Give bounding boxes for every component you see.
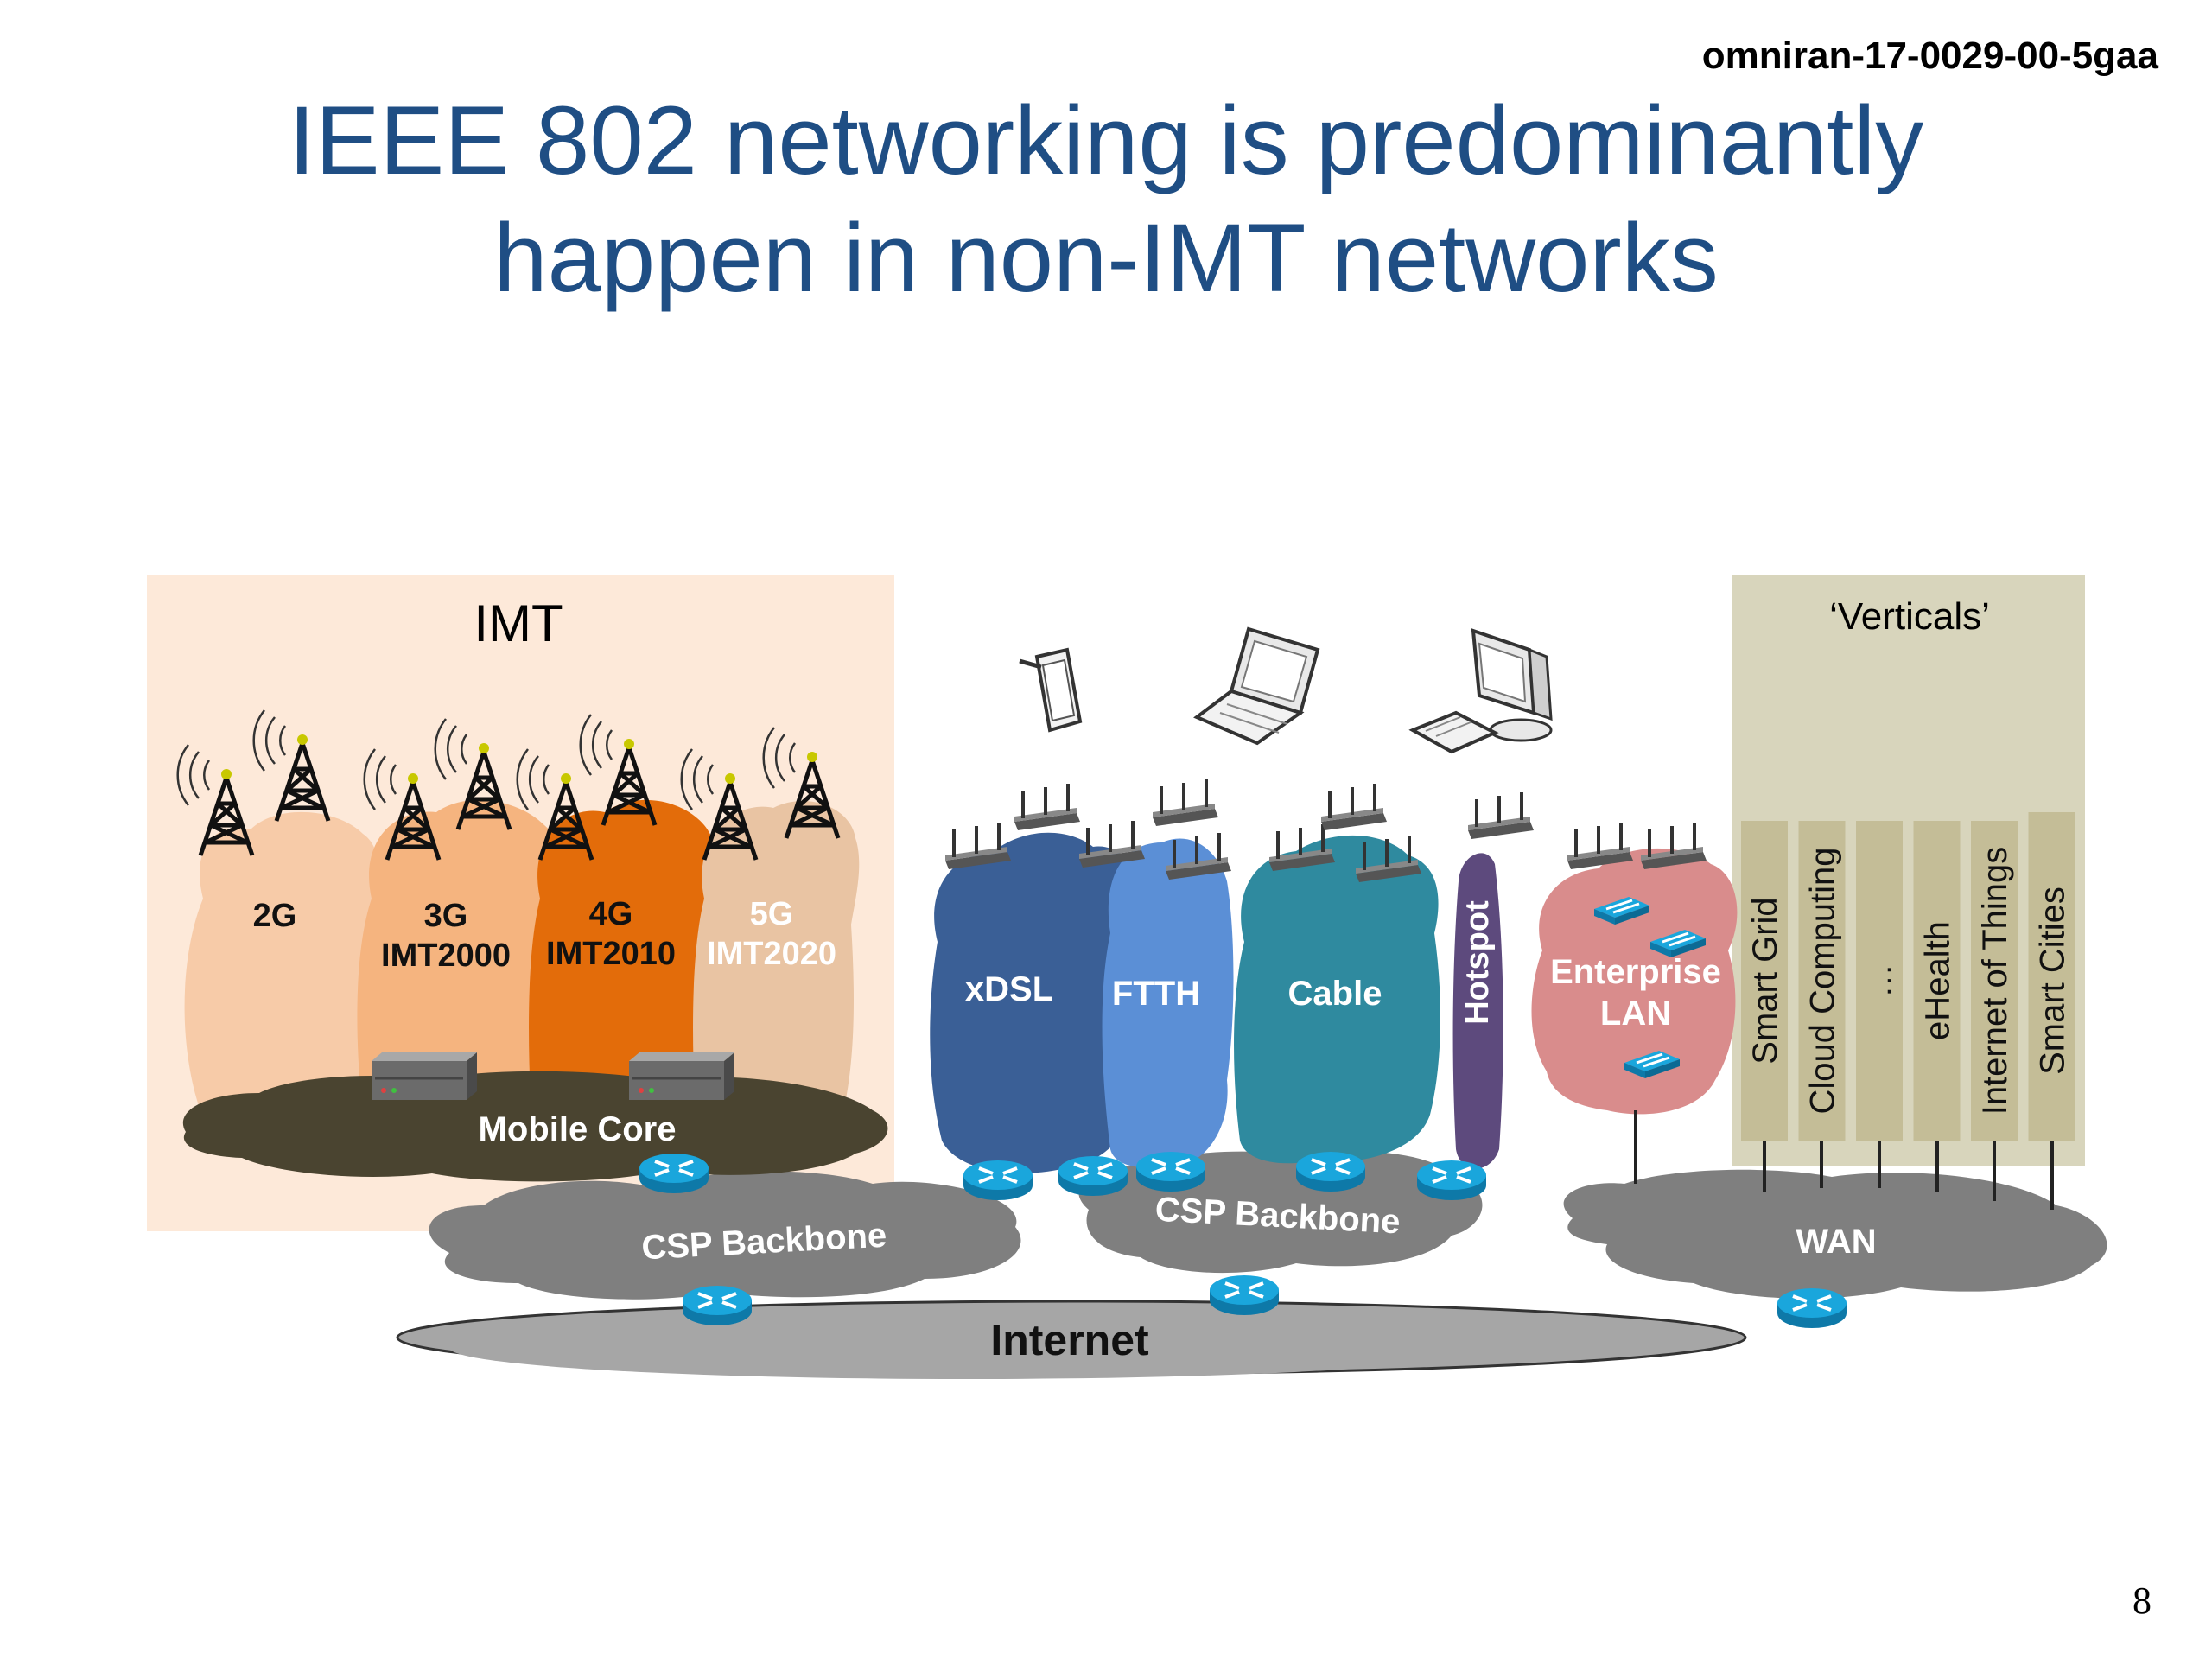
gen-5g-line2: IMT2020 [707, 936, 836, 972]
gen-5g-cloud: 5G IMT2020 [693, 801, 860, 1115]
wan-cloud: WAN [1563, 1169, 2107, 1299]
vertical-bar: eHealth [1913, 821, 1961, 1141]
access-point-icon [1319, 782, 1389, 832]
vertical-bar-box [2028, 812, 2075, 1141]
ftth-label: FTTH [1112, 975, 1200, 1013]
connector-lines [1634, 1110, 2054, 1210]
router-icon [1415, 1159, 1488, 1202]
vertical-bar-box [1741, 821, 1788, 1141]
gen-2g-cloud: 2G [184, 811, 380, 1115]
router-icon [638, 1152, 710, 1195]
imt-label: IMT [474, 594, 563, 652]
title-line-1: IEEE 802 networking is predominantly [288, 86, 1924, 194]
vertical-bar: Smart Grid [1741, 821, 1788, 1141]
gen-3g-line1: 3G [424, 898, 468, 934]
internet-label: Internet [990, 1316, 1149, 1364]
vertical-bar-label: Cloud Computing [1804, 847, 1842, 1114]
xdsl-cloud: xDSL [930, 832, 1142, 1173]
desktop-computer-icon [1408, 628, 1553, 754]
wan-label: WAN [1796, 1223, 1876, 1261]
router-icon [1057, 1154, 1129, 1198]
enterprise-lan-cloud: Enterprise LAN [1531, 848, 1738, 1115]
internet-cloud: Internet [396, 1300, 1747, 1379]
cable-cloud: Cable [1234, 835, 1440, 1164]
gen-4g-line1: 4G [589, 896, 633, 932]
vertical-bar-box [1913, 821, 1961, 1141]
vertical-bar-box [1798, 821, 1846, 1141]
enterprise-label-line1: Enterprise [1550, 953, 1721, 991]
verticals-panel [1732, 575, 2085, 1166]
vertical-bar: Internet of Things [1971, 821, 2018, 1141]
vertical-bar: Smart Cities [2028, 812, 2075, 1141]
server-icon [627, 1051, 736, 1102]
router-icon [1135, 1150, 1207, 1193]
tablet-icon [1019, 647, 1083, 733]
router-icon [1776, 1287, 1848, 1330]
access-point-icon [1151, 778, 1220, 828]
vertical-bar-label: Smart Cities [2034, 887, 2072, 1075]
vertical-bar-label: Smart Grid [1746, 897, 1784, 1064]
verticals-bars: Smart Grid Cloud Computing … eHealth Interne… [1741, 812, 2075, 1141]
slide-title: IEEE 802 networking is predominantly hap… [0, 82, 2212, 317]
document-id: omniran-17-0029-00-5gaa [1701, 35, 2158, 77]
server-icon [370, 1051, 479, 1102]
verticals-label: ‘Verticals’ [1829, 595, 1990, 638]
vertical-bar: … [1856, 821, 1903, 1141]
cable-label: Cable [1288, 975, 1382, 1013]
page-number: 8 [2133, 1580, 2152, 1622]
vertical-bar-box [1856, 821, 1903, 1141]
laptop-icon [1193, 626, 1320, 746]
gen-2g-line1: 2G [253, 898, 297, 934]
vertical-bar-label: Internet of Things [1976, 847, 2014, 1116]
vertical-bar-label: eHealth [1919, 921, 1957, 1040]
hotspot-cloud: Hotspot [1452, 853, 1503, 1169]
ftth-cloud: FTTH [1102, 838, 1234, 1168]
gen-3g-cloud: 3G IMT2000 [357, 799, 563, 1115]
vertical-bar: Cloud Computing [1798, 821, 1846, 1141]
xdsl-label: xDSL [965, 970, 1053, 1008]
access-point-icon [1013, 782, 1082, 832]
enterprise-label-line2: LAN [1600, 995, 1671, 1033]
gen-5g-line1: 5G [750, 896, 794, 932]
gen-4g-line2: IMT2010 [546, 936, 676, 972]
csp-backbone-left: CSP Backbone [429, 1171, 1021, 1300]
vertical-bar-label: … [1861, 963, 1899, 998]
router-icon [1294, 1150, 1367, 1193]
hotspot-label: Hotspot [1459, 900, 1496, 1025]
vertical-bar-box [1971, 821, 2018, 1141]
gen-3g-line2: IMT2000 [381, 938, 511, 974]
title-line-2: happen in non-IMT networks [493, 204, 1719, 312]
router-icon [962, 1159, 1034, 1202]
mobile-core-cloud: Mobile Core [182, 1071, 888, 1182]
mobile-core-label: Mobile Core [479, 1110, 677, 1148]
router-icon [1208, 1274, 1281, 1317]
router-icon [681, 1284, 753, 1327]
gen-4g-cloud: 4G IMT2010 [529, 799, 718, 1115]
access-point-icon [1466, 791, 1535, 841]
